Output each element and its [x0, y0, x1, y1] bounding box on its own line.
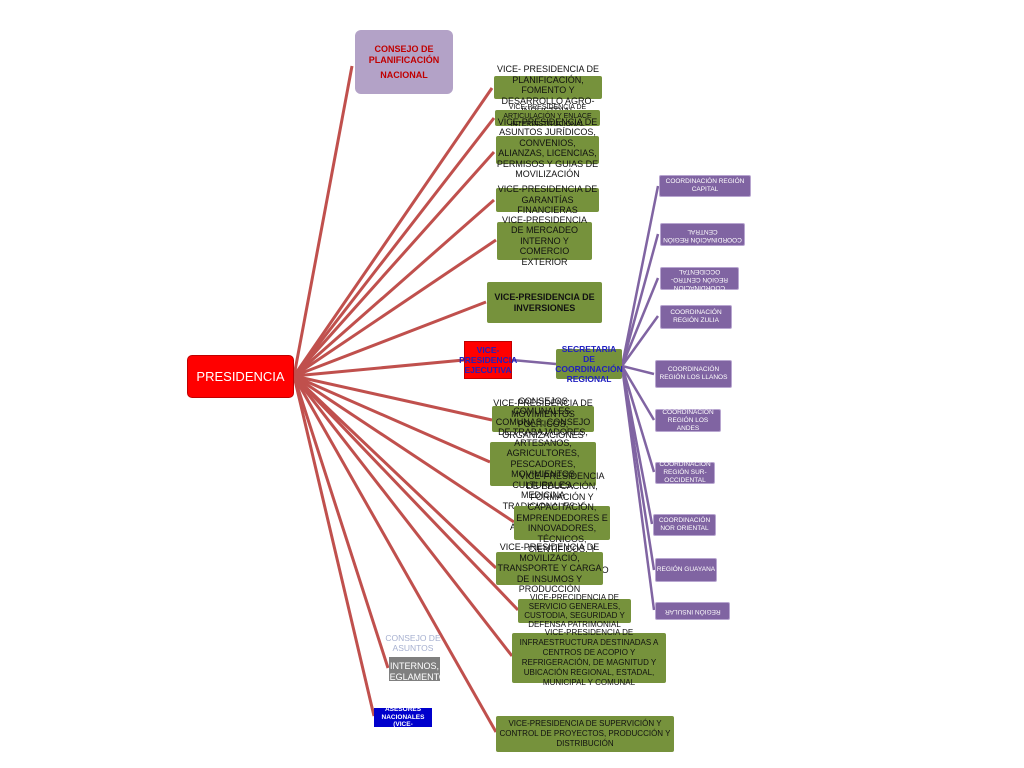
vp-garantias-node[interactable]: VICE-PRESIDENCIA DE GARANTÍAS FINANCIERA… [496, 184, 599, 215]
connector-coord-2 [620, 233, 660, 367]
coord-centro-occidental-label: COORDINACIÓN REGIÓN CENTRO-OCCIDENTAL [670, 267, 729, 291]
coord-zulia-node[interactable]: COORDINACIÓN REGIÓN ZULIA [660, 305, 732, 329]
vp-asuntos-juridicos-node[interactable]: VICE-PRESIDENCIA DE ASUNTOS JURÍDICOS, C… [496, 117, 599, 179]
coord-sur-occidental-node[interactable]: COORDINACIÓN REGIÓN SUR-OCCIDENTAL [655, 461, 715, 484]
connector-coord-4 [620, 315, 660, 367]
coord-llanos-node[interactable]: COORDINACIÓN REGIÓN LOS LLANOS [655, 360, 732, 388]
connector-vp-13 [292, 375, 498, 733]
connector-consejo-asuntos [292, 375, 390, 669]
connector-vp-4 [293, 198, 495, 378]
vp-planificacion-node[interactable]: VICE- PRESIDENCIA DE PLANIFICACIÓN, FOME… [494, 64, 602, 116]
connector-vp-ejecutiva [293, 358, 465, 378]
coord-sur-occidental-label: COORDINACIÓN REGIÓN SUR-OCCIDENTAL [659, 461, 711, 484]
coord-llanos-label: COORDINACIÓN REGIÓN LOS LLANOS [659, 366, 728, 381]
consejo-planificacion-label-2: NACIONAL [380, 69, 428, 80]
consejo-planificacion-node[interactable]: CONSEJO DE PLANIFICACIÓN NACIONAL [355, 30, 453, 94]
coord-andes-node[interactable]: COORDINACIÓN REGIÓN LOS ANDES [655, 409, 721, 432]
coord-nor-oriental-node[interactable]: COORDINACIÓN NOR ORIENTAL [653, 514, 716, 536]
coord-capital-label: COORDINACIÓN REGIÓN CAPITAL [665, 178, 745, 193]
presidencia-node[interactable]: PRESIDENCIA [187, 355, 294, 398]
vp-supervision-node[interactable]: VICE-PRESIDENCIA DE SUPERVICIÓN Y CONTRO… [496, 716, 674, 752]
connector-coord-1 [620, 185, 660, 367]
connector-vp-11 [292, 374, 520, 612]
connector-vp-6 [293, 300, 487, 378]
connector-vp-12 [292, 375, 514, 657]
connector-asesores [292, 375, 376, 717]
vp-inversiones-node[interactable]: VICE-PRESIDENCIA DE INVERSIONES [487, 282, 602, 323]
consejo-asuntos-label: INTERNOS, REGLAMENTO Y DISCIPLINA [383, 660, 446, 693]
consejo-asuntos-node[interactable]: INTERNOS, REGLAMENTO Y DISCIPLINA [383, 657, 446, 693]
coord-central-node[interactable]: COORDINACIÓN REGIÓN CENTRAL [660, 223, 745, 246]
vp-ejecutiva-node[interactable]: VICE-PRESIDENCIA EJECUTIVA [459, 341, 517, 379]
vp-inversiones-label: VICE-PRESIDENCIA DE INVERSIONES [494, 292, 595, 313]
vp-servicios-generales-node[interactable]: VICE-PRECIDENCIA DE SERVICIO GENERALES, … [518, 593, 631, 629]
secretaria-node[interactable]: SECRETARIA DE COORDINACIÓN REGIONAL [555, 344, 623, 384]
vp-ejecutiva-label: VICE-PRESIDENCIA EJECUTIVA [459, 345, 518, 375]
connector-coord-3 [620, 277, 660, 367]
vp-supervision-label: VICE-PRESIDENCIA DE SUPERVICIÓN Y CONTRO… [499, 719, 671, 748]
coord-insular-label: REGIÓN INSULAR [664, 608, 721, 615]
vp-articulacion-node[interactable]: VICE-PRESIDENCIA DE ARTICULACIÓN Y ENLAC… [495, 104, 600, 128]
connector-vp-5 [293, 238, 497, 378]
vp-educacion-node[interactable]: VICE-PRESIDENCIA DE EDUCACIÓN, FORMACIÓN… [514, 471, 610, 575]
vp-movilizacion-label: VICE-PRESIDENCIA DE MOVILIZACIÓ, TRANSPO… [497, 542, 602, 595]
coord-andes-label: COORDINACIÓN REGIÓN LOS ANDES [662, 408, 714, 432]
connector-coord-6 [620, 365, 656, 421]
connector-consejo-planificacion [292, 65, 354, 377]
consejo-asuntos-top-label: CONSEJO DE ASUNTOS [385, 633, 441, 653]
vp-infraestructura-label: VICE-PRESIDENCIA DE INFRAESTRUCTURA DEST… [519, 628, 659, 687]
coord-guayana-node[interactable]: REGIÓN GUAYANA [655, 558, 717, 582]
connector-secretaria [511, 358, 557, 366]
vp-garantias-label: VICE-PRESIDENCIA DE GARANTÍAS FINANCIERA… [497, 184, 598, 216]
vp-movilizacion-node[interactable]: VICE-PRESIDENCIA DE MOVILIZACIÓ, TRANSPO… [496, 542, 603, 594]
vp-mercadeo-node[interactable]: VICE-PRESIDENCIA DE MERCADEO INTERNO Y C… [497, 215, 592, 267]
connector-vp-8 [293, 374, 491, 464]
connector-vp-3 [292, 151, 496, 377]
vp-articulacion-label: VICE-PRESIDENCIA DE ARTICULACIÓN Y ENLAC… [503, 104, 592, 128]
coord-nor-oriental-label: COORDINACIÓN NOR ORIENTAL [658, 517, 711, 532]
presidencia-label: PRESIDENCIA [196, 369, 285, 384]
connector-vp-2 [292, 117, 496, 377]
coord-insular-node[interactable]: REGIÓN INSULAR [655, 602, 730, 620]
asesores-label: ASESORES NACIONALES (VICE- [381, 706, 425, 729]
vp-infraestructura-node[interactable]: VICE-PRESIDENCIA DE INFRAESTRUCTURA DEST… [512, 628, 666, 687]
connector-vp-9 [293, 374, 515, 524]
coord-guayana-label: REGIÓN GUAYANA [656, 566, 716, 573]
coord-capital-node[interactable]: COORDINACIÓN REGIÓN CAPITAL [659, 175, 751, 197]
coord-zulia-label: COORDINACIÓN REGIÓN ZULIA [670, 309, 722, 324]
asesores-node[interactable]: ASESORES NACIONALES (VICE- [374, 706, 432, 729]
connector-vp-1 [292, 87, 494, 377]
connector-coord-7 [620, 365, 656, 473]
consejo-planificacion-label-1: CONSEJO DE PLANIFICACIÓN [368, 43, 440, 65]
connector-coord-5 [621, 364, 655, 376]
vp-servicios-generales-label: VICE-PRECIDENCIA DE SERVICIO GENERALES, … [524, 593, 625, 629]
connector-coord-10 [620, 365, 656, 611]
coord-centro-occidental-node[interactable]: COORDINACIÓN REGIÓN CENTRO-OCCIDENTAL [660, 267, 739, 291]
vp-mercadeo-label: VICE-PRESIDENCIA DE MERCADEO INTERNO Y C… [501, 214, 588, 267]
connector-vp-7 [293, 374, 493, 422]
secretaria-label: SECRETARIA DE COORDINACIÓN REGIONAL [555, 344, 623, 384]
vp-asuntos-juridicos-label: VICE-PRESIDENCIA DE ASUNTOS JURÍDICOS, C… [496, 116, 599, 180]
connector-vp-10 [292, 374, 498, 570]
coord-central-label: COORDINACIÓN REGIÓN CENTRAL [663, 227, 742, 243]
